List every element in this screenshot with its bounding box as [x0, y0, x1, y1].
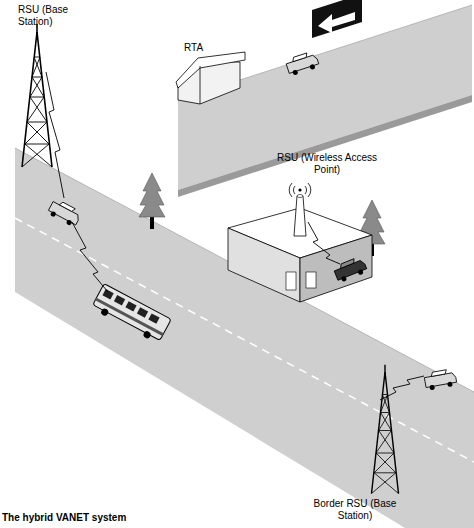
upper-road	[178, 95, 472, 197]
rta-building	[176, 52, 245, 104]
wireless-link	[46, 72, 64, 198]
base-station-tower	[372, 365, 399, 494]
base-station-tower	[22, 24, 52, 167]
bus	[125, 301, 136, 311]
bus	[114, 295, 125, 305]
rta-building	[200, 66, 201, 104]
component-label: RTA	[184, 42, 224, 54]
component-label: RSU (Wireless Access Point)	[272, 152, 382, 176]
direction-sign	[312, 0, 362, 38]
bus	[93, 284, 171, 341]
access-point-building	[297, 195, 303, 198]
car	[285, 50, 320, 76]
access-point-building	[306, 272, 316, 288]
car	[333, 256, 368, 284]
component-label: RSU (Base Station)	[18, 4, 78, 28]
wireless-link	[308, 222, 340, 264]
bus	[91, 284, 171, 345]
tree	[139, 173, 165, 229]
bus	[102, 289, 113, 299]
car	[424, 368, 458, 391]
bus	[148, 313, 159, 323]
wireless-link	[46, 72, 424, 400]
bus	[100, 307, 109, 316]
figure-caption: The hybrid VANET system	[2, 512, 126, 523]
bus	[137, 307, 148, 317]
access-point-building	[228, 183, 372, 302]
direction-sign	[312, 0, 362, 38]
access-point-building	[300, 235, 372, 302]
component-label: Border RSU (Base Station)	[312, 498, 398, 522]
main-road	[15, 148, 474, 528]
bus	[142, 330, 151, 339]
access-point-building	[298, 188, 301, 191]
wireless-link	[380, 376, 424, 400]
access-point-building	[289, 183, 311, 197]
main-road	[15, 148, 474, 392]
rta-building	[178, 62, 240, 104]
access-point-building	[228, 228, 300, 302]
main-road	[15, 218, 474, 462]
direction-sign	[318, 12, 355, 33]
access-point-building	[294, 196, 306, 236]
car	[47, 198, 83, 228]
access-point-building	[286, 272, 296, 290]
wireless-link	[72, 222, 108, 292]
main-road	[15, 148, 474, 528]
bus	[95, 298, 164, 336]
rta-building	[176, 52, 245, 88]
